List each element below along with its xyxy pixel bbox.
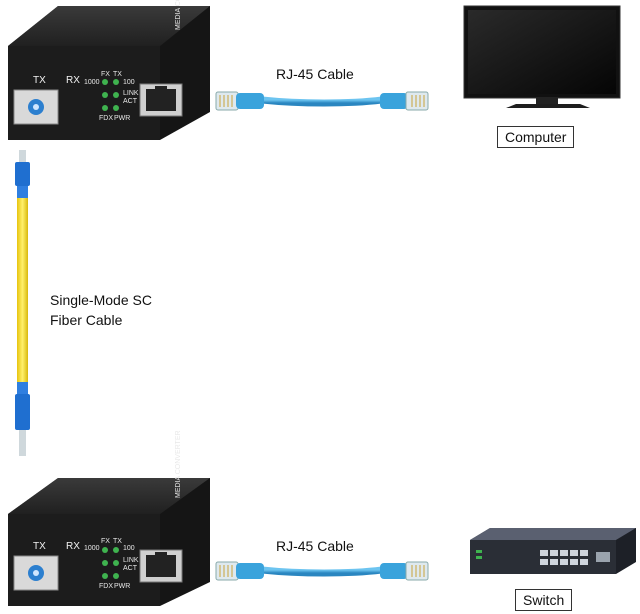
bottom-led-label-tx: TX	[113, 538, 122, 545]
top-media-converter-icon: MEDIA CONVERTER	[8, 0, 210, 140]
fiber-cable	[15, 150, 30, 456]
top-led-label-tx: TX	[113, 71, 122, 78]
top-led-label-fdx: FDX	[99, 115, 113, 122]
bottom-led-label-100: 100	[123, 545, 135, 552]
top-rj45-cable	[215, 91, 429, 111]
fiber-cable-label: Single-Mode SC Fiber Cable	[50, 290, 152, 330]
fiber-cable-label-line2: Fiber Cable	[50, 312, 123, 328]
bottom-led-label-link: LINK	[123, 557, 139, 564]
top-led-label-pwr: PWR	[114, 115, 130, 122]
top-port-tx-label: TX	[33, 75, 46, 86]
computer-label: Computer	[497, 126, 575, 148]
rj45-connector-icon	[380, 561, 429, 581]
top-port-rx-label: RX	[66, 75, 80, 86]
top-led-label-link: LINK	[123, 90, 139, 97]
top-rj45-cable-label: RJ-45 Cable	[276, 66, 354, 82]
bottom-port-tx-label: TX	[33, 541, 46, 552]
svg-text:MEDIA CONVERTER: MEDIA CONVERTER	[175, 430, 182, 498]
sc-connector-icon	[15, 382, 30, 456]
network-switch-icon	[470, 528, 636, 574]
switch-label: Switch	[515, 589, 573, 611]
sc-connector-icon	[15, 150, 30, 198]
top-led-label-1000: 1000	[84, 79, 100, 86]
bottom-media-converter-icon: MEDIA CONVERTER	[8, 430, 210, 606]
bottom-rj45-cable	[215, 561, 429, 581]
rj45-connector-icon	[215, 91, 264, 111]
bottom-port-rx-label: RX	[66, 541, 80, 552]
top-led-label-fx: FX	[101, 71, 110, 78]
bottom-led-label-1000: 1000	[84, 545, 100, 552]
bottom-led-label-pwr: PWR	[114, 583, 130, 590]
monitor-icon	[463, 5, 621, 108]
rj45-connector-icon	[215, 561, 264, 581]
rj45-connector-icon	[380, 91, 429, 111]
bottom-led-label-act: ACT	[123, 565, 138, 572]
top-led-label-100: 100	[123, 79, 135, 86]
bottom-led-label-fdx: FDX	[99, 583, 113, 590]
bottom-rj45-cable-label: RJ-45 Cable	[276, 538, 354, 554]
bottom-led-label-fx: FX	[101, 538, 110, 545]
svg-text:MEDIA CONVERTER: MEDIA CONVERTER	[175, 0, 182, 30]
fiber-cable-label-line1: Single-Mode SC	[50, 292, 152, 308]
top-led-label-act: ACT	[123, 98, 138, 105]
